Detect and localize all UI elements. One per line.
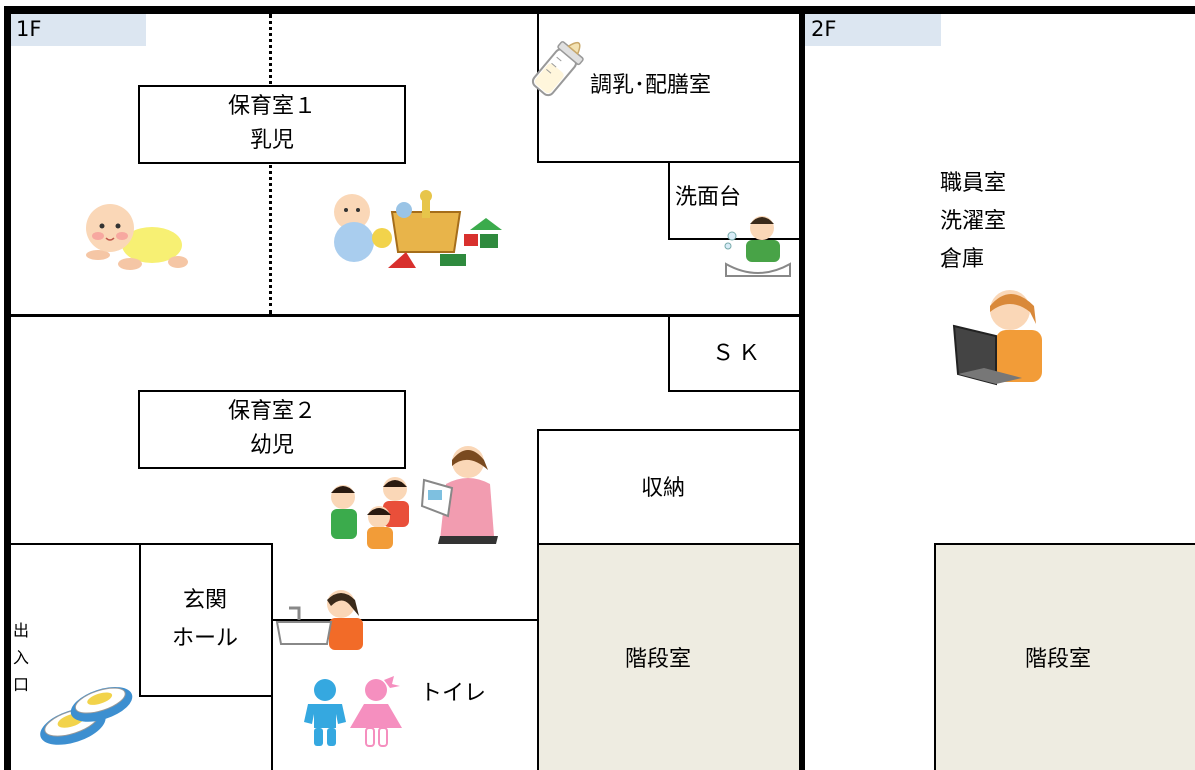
- staff-room-label: 職員室: [940, 171, 1007, 196]
- entrance-char-1: 出: [13, 621, 30, 640]
- entrance-hall-line1: 玄関: [182, 588, 227, 613]
- laundry-room-label: 洗濯室: [940, 209, 1007, 234]
- staff-laptop-icon: [952, 290, 1042, 386]
- entrance-char-3: 口: [13, 675, 30, 694]
- floor-1-tag: 1F: [10, 14, 146, 46]
- boy-toilet-icon: [304, 679, 346, 746]
- entrance-hall-line2: ホール: [171, 626, 238, 651]
- washbasin-label: 洗面台: [675, 185, 742, 210]
- entrance-char-2: 入: [13, 648, 30, 667]
- stairwell-1f: [538, 544, 800, 770]
- handwashing-child-icon: [275, 590, 363, 650]
- sk-label: ＳＫ: [712, 341, 765, 366]
- baby-bottle-icon: [531, 41, 584, 97]
- nursery-1-age: 乳児: [249, 128, 294, 153]
- child-washing-icon: [724, 216, 791, 277]
- shoes-icon: [40, 687, 133, 745]
- nursery-1-name: 保育室１: [227, 94, 316, 119]
- warehouse-label: 倉庫: [940, 247, 985, 272]
- nursery-1-label-box: 保育室１ 乳児: [138, 85, 406, 164]
- nursery-2-label-box: 保育室２ 幼児: [138, 390, 406, 469]
- nursery-2-name: 保育室２: [227, 399, 316, 424]
- toilet-label: トイレ: [420, 681, 487, 706]
- storage-label: 収納: [641, 476, 686, 501]
- stairwell-1f-label: 階段室: [625, 647, 692, 672]
- children-group-icon: [331, 477, 409, 549]
- formula-room-label: 調乳･配膳室: [590, 73, 712, 98]
- stairwell-2f-label: 階段室: [1025, 647, 1092, 672]
- girl-toilet-icon: [350, 676, 402, 747]
- crawling-baby-icon: [86, 204, 188, 270]
- stairwell-2f: [935, 544, 1195, 770]
- teacher-reading-icon: [420, 446, 498, 544]
- nursery-2-age: 幼児: [249, 433, 294, 458]
- baby-with-toys-icon: [334, 190, 502, 268]
- floor-2-tag: 2F: [805, 14, 941, 46]
